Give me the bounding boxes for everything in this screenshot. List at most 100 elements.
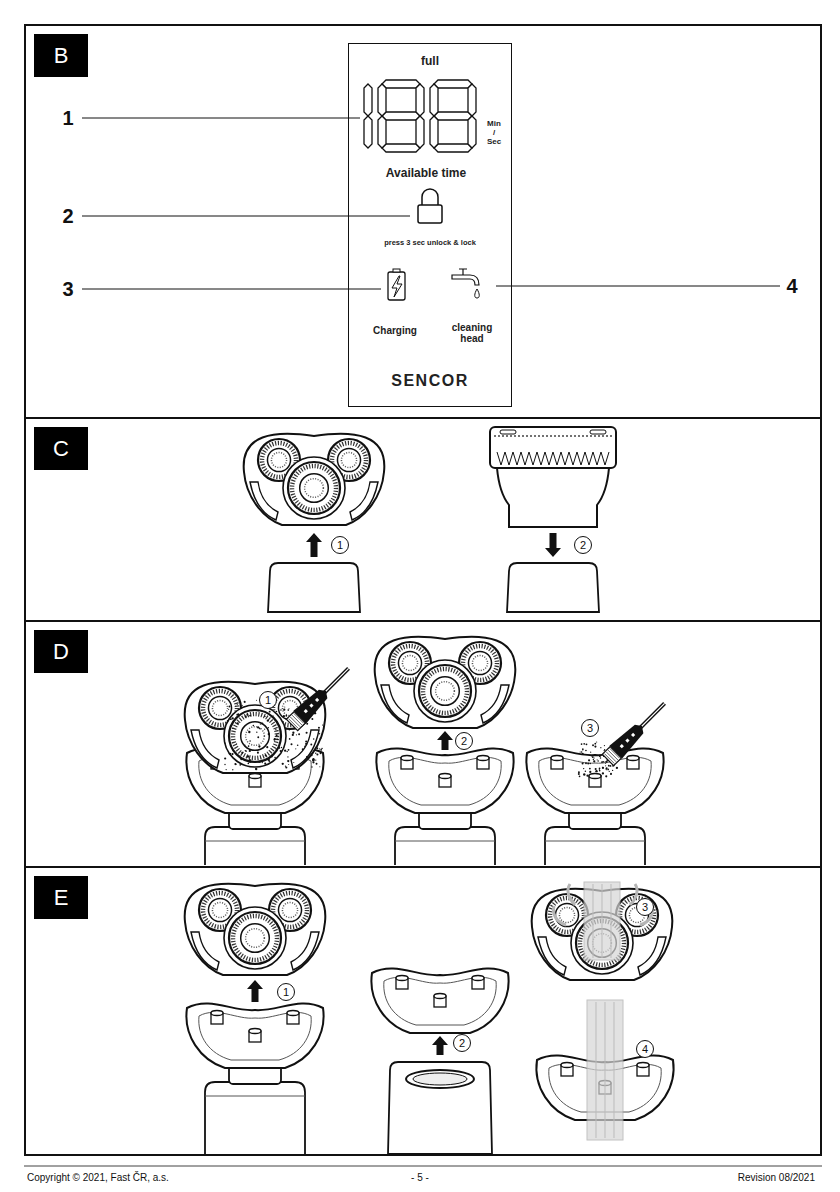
handle-socket	[406, 1070, 474, 1088]
holder-inner	[384, 977, 496, 1025]
hair-dust	[297, 744, 299, 746]
hair-dust	[275, 748, 277, 750]
holder-post-top	[287, 1011, 299, 1016]
water-splash	[568, 884, 575, 905]
head-holder	[186, 1003, 323, 1068]
head-collar	[414, 660, 476, 722]
hair-dust	[244, 745, 245, 746]
cutter-center	[431, 677, 460, 706]
hair-dust	[605, 775, 607, 777]
display-label: Min / Sec	[486, 120, 502, 146]
hair-dust	[590, 752, 591, 753]
hair-dust	[264, 729, 265, 730]
leader-line	[82, 216, 410, 217]
hair-dust	[580, 752, 581, 753]
hair-dust	[304, 745, 306, 747]
step-circle: 2	[574, 536, 592, 554]
hair-dust	[608, 765, 610, 767]
hair-dust	[582, 753, 584, 755]
holder-post-top	[249, 1029, 261, 1034]
hair-dust	[271, 756, 273, 758]
brush-mark	[625, 738, 629, 742]
leader-line	[82, 289, 381, 290]
battery-icon	[388, 272, 405, 300]
step-number: 3	[582, 720, 598, 736]
step-number: 1	[260, 692, 276, 708]
holder-post-top	[561, 1063, 573, 1068]
water-line	[605, 1002, 606, 1138]
water-line	[614, 1002, 615, 1138]
brush-cord	[325, 668, 349, 692]
holder-post-top	[551, 756, 563, 761]
water-line	[596, 1002, 597, 1138]
hair-dust	[248, 731, 250, 733]
hair-dust	[261, 722, 263, 724]
display-panel: fullMin / SecAvailable timepress 3 sec u…	[348, 43, 512, 407]
head-lug	[350, 482, 378, 520]
hair-dust	[298, 733, 300, 735]
hair-dust	[315, 759, 316, 760]
display-segment	[382, 80, 420, 88]
hair-dust	[302, 748, 304, 750]
brush-handle	[609, 720, 648, 759]
hair-dust	[581, 751, 583, 753]
holder-post-top	[401, 756, 413, 761]
hair-dust	[292, 732, 294, 734]
hair-dust	[594, 745, 596, 747]
hair-dust	[276, 734, 278, 736]
cutter-center	[241, 722, 270, 751]
hair-dust	[224, 757, 226, 759]
figure-panel: 123D	[24, 620, 822, 868]
panel-letter: E	[34, 876, 88, 919]
hair-dust	[229, 753, 230, 754]
hair-dust	[588, 759, 590, 761]
brush-cord	[641, 703, 665, 727]
hair-dust	[604, 749, 605, 750]
handle-body	[268, 563, 360, 612]
hair-dust	[589, 768, 591, 770]
tap-icon	[459, 269, 467, 275]
head-lug	[250, 482, 278, 520]
hair-dust	[602, 761, 604, 763]
hair-dust	[319, 733, 320, 734]
hair-dust	[227, 720, 229, 722]
head-lug	[291, 730, 319, 768]
hair-dust	[316, 753, 318, 755]
handle-body	[205, 827, 305, 865]
hair-dust	[249, 750, 251, 752]
hair-dust	[609, 771, 610, 772]
cutter-slots	[233, 916, 277, 960]
hair-dust	[248, 745, 250, 747]
hair-dust	[264, 763, 266, 765]
hair-dust	[597, 759, 598, 760]
hair-dust	[256, 700, 257, 701]
head-frame	[244, 434, 385, 525]
hair-dust	[268, 759, 270, 761]
hair-dust	[599, 767, 601, 769]
shaver-head	[375, 637, 516, 728]
direction-arrow	[545, 533, 561, 557]
callout-number: 3	[62, 278, 73, 301]
water-drop	[475, 289, 480, 298]
hair-dust	[578, 773, 580, 775]
hair-dust	[287, 760, 289, 762]
direction-arrow	[247, 980, 263, 1002]
brush-mark	[315, 698, 319, 702]
hair-dust	[232, 769, 233, 770]
hair-dust	[240, 758, 242, 760]
hair-dust	[600, 775, 601, 776]
display-segment	[382, 112, 420, 120]
holder-frame	[371, 968, 508, 1033]
cutter-center	[278, 898, 301, 921]
head-frame	[185, 682, 326, 773]
hair-dust	[585, 762, 587, 764]
handle-band	[545, 841, 645, 842]
brush-cord	[325, 668, 349, 692]
hair-dust	[279, 726, 281, 728]
cutter-center	[337, 448, 360, 471]
hair-dust	[320, 749, 322, 751]
hair-dust	[275, 729, 276, 730]
panel-letter: D	[34, 630, 88, 673]
shaver-head	[185, 884, 326, 975]
hair-dust	[283, 715, 285, 717]
